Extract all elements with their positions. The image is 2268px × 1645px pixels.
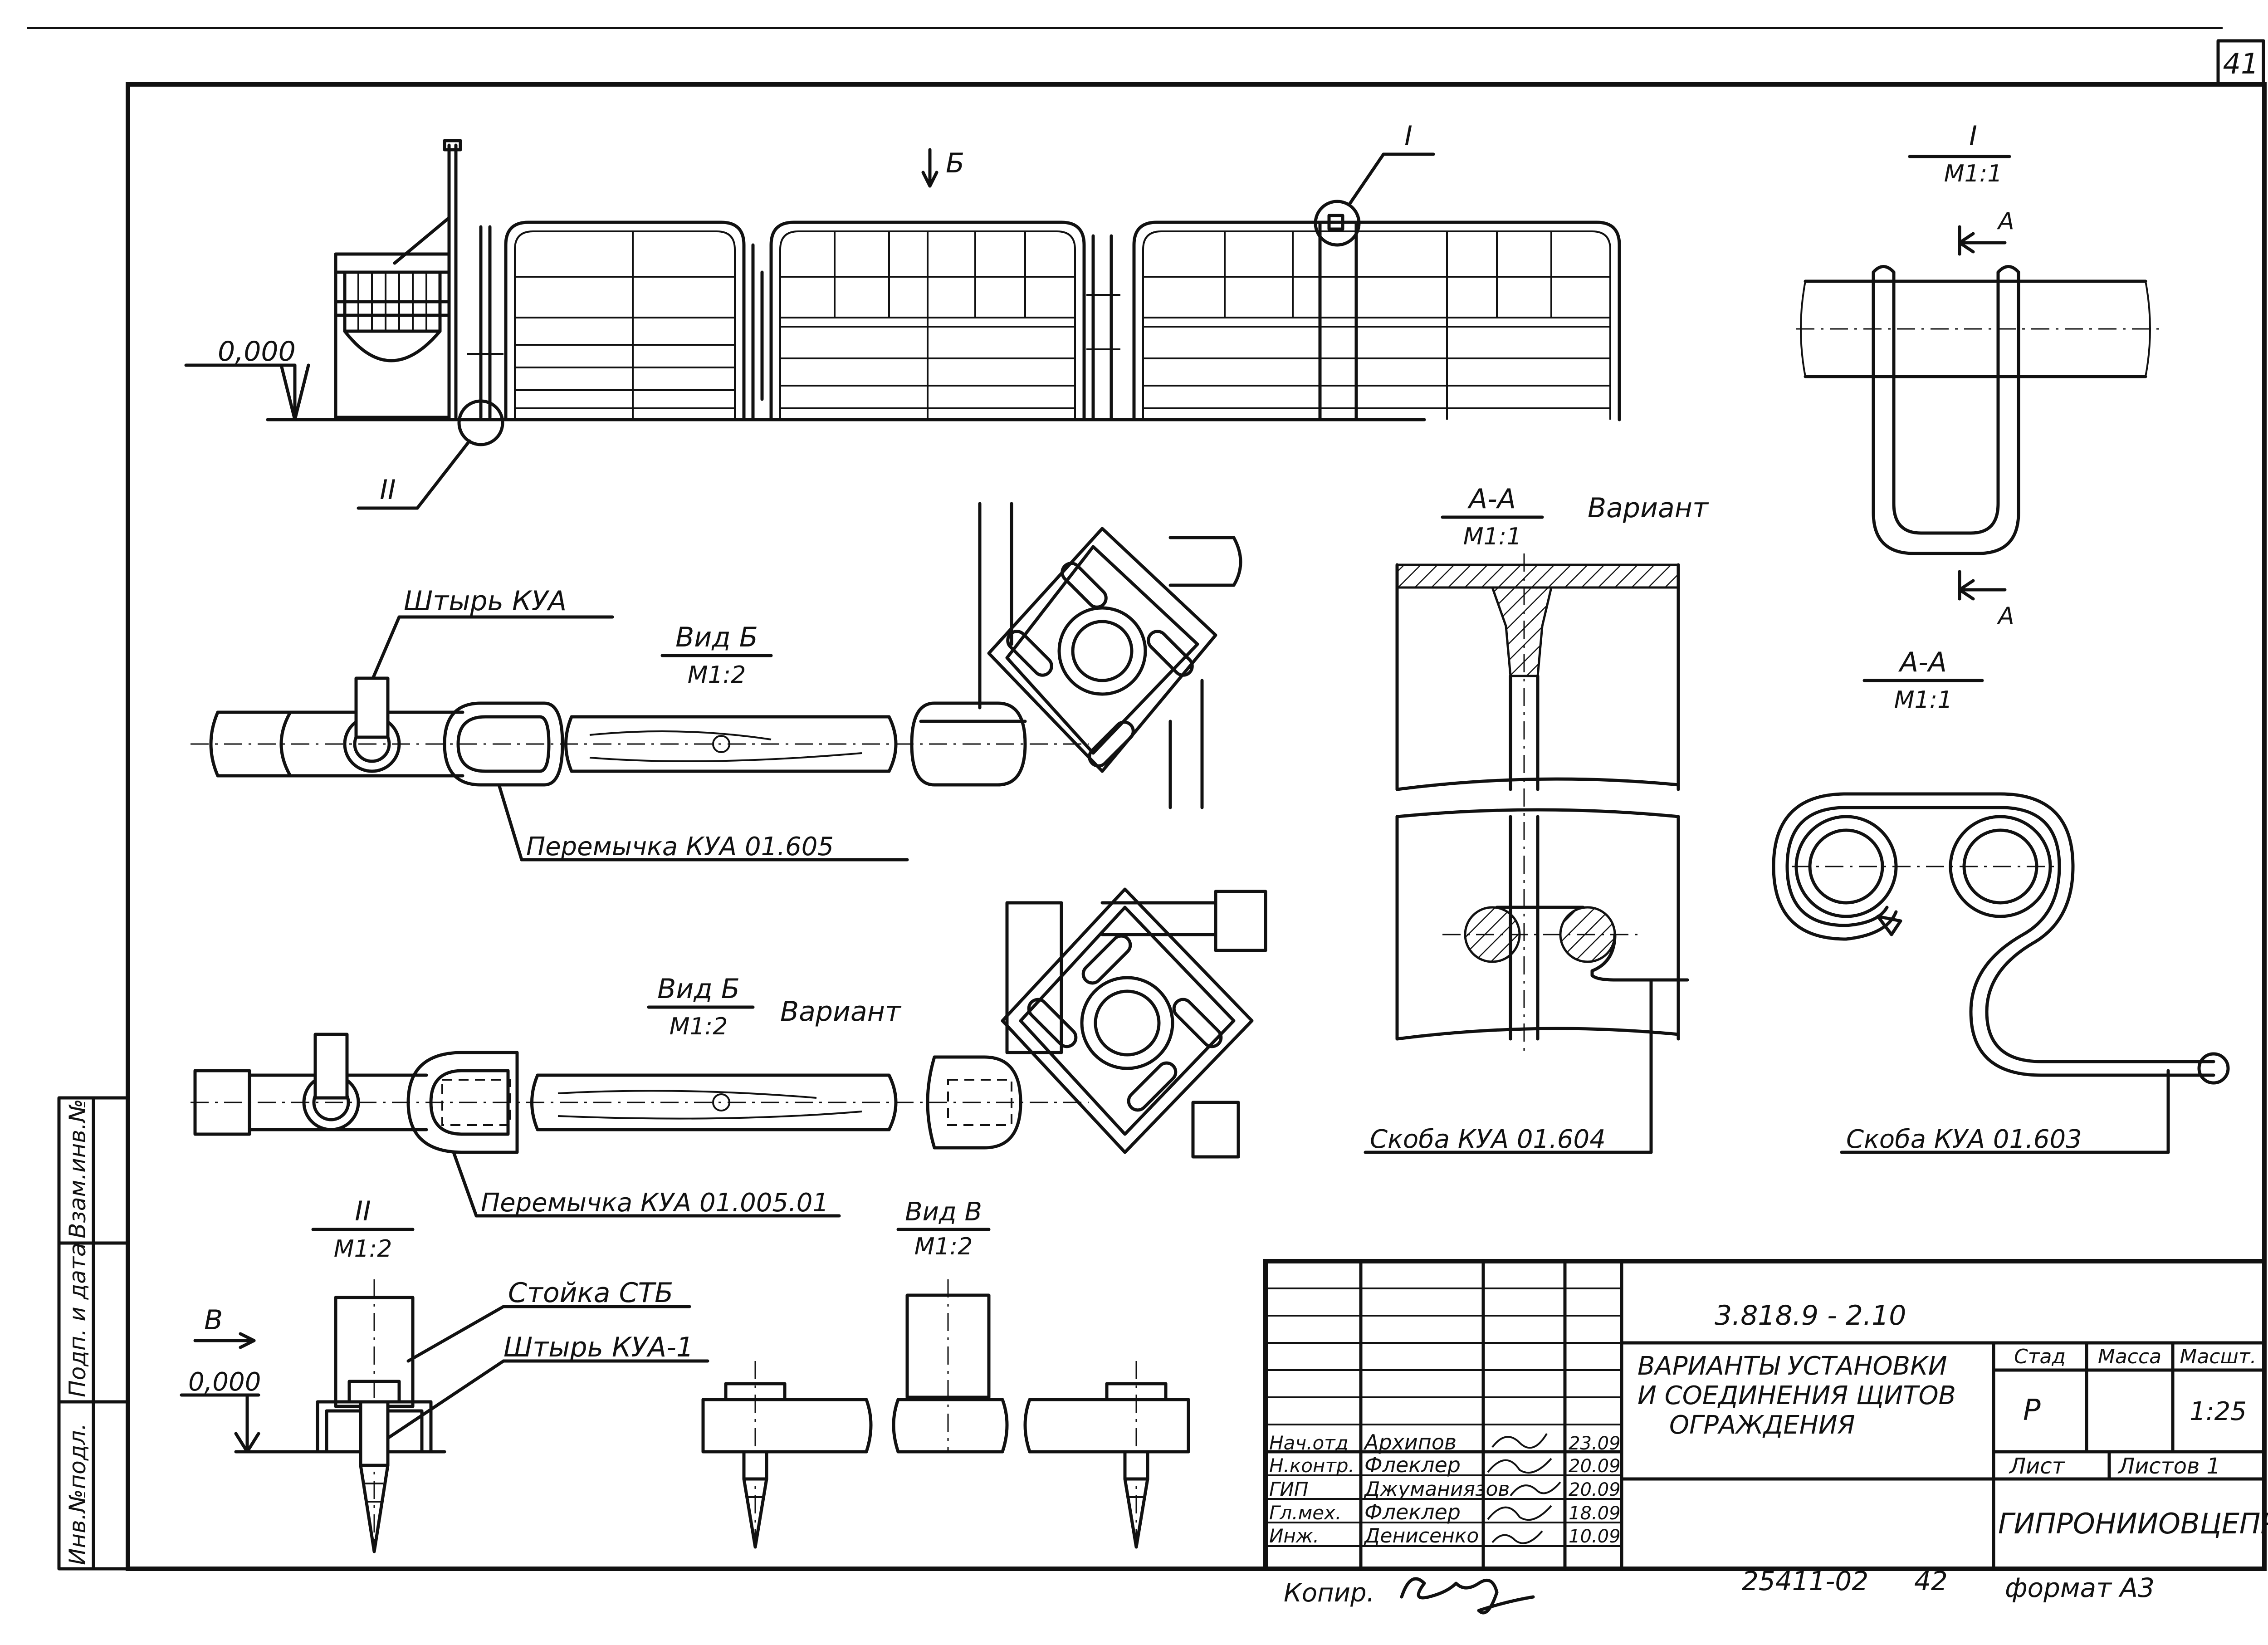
detail-1-title: I [1969,120,1977,152]
detail-2-pin-label: Штырь КУА-1 [503,1332,694,1363]
signature-role: Н.контр. [1269,1454,1354,1477]
signature-date: 20.09 [1569,1479,1621,1500]
signature-name: Флеклер [1364,1500,1461,1524]
copied-label: Копир. [1284,1578,1374,1608]
title-line-1: ВАРИАНТЫ УСТАНОВКИ [1637,1351,1947,1381]
stamp-inv-number: Инв.№подл. [64,1423,91,1565]
organization-name: ГИПРОНИИОВЦЕПРОМ [1998,1507,2268,1540]
title-line-3: ОГРАЖДЕНИЯ [1669,1410,1855,1440]
mass-header: Масса [2098,1345,2161,1368]
elevation-callout-1: I [1404,120,1413,152]
view-b-variant-jumper-label: Перемычка КУА 01.005.01 [481,1188,829,1218]
page-number-bottom: 42 [1914,1566,1948,1596]
view-b-variant-scale: М1:2 [670,1013,728,1040]
side-stamp: Инв.№подл. Подп. и дата Взам.инв.№ [57,1096,130,1571]
page-number: 41 [2223,47,2259,80]
signature-role: Гл.мех. [1269,1502,1341,1524]
signature-row: Н.контр. Флеклер 20.09 [1269,1453,1621,1477]
stamp-replace-inv: Взам.инв.№ [64,1099,91,1239]
detail-1-view: I М1:1 А А [1796,120,2159,630]
title-block: 3.818.9 - 2.10 ВАРИАНТЫ УСТАНОВКИ И СОЕД… [1263,1259,2268,1571]
detail-2-scale: М1:2 [334,1235,392,1263]
signature-row: Инж. Денисенко 10.09 [1269,1524,1621,1547]
signature-mark [1491,1433,1548,1449]
scale-value: 1:25 [2190,1397,2247,1426]
view-b: Вид Б М1:2 Штырь КУА Перемычка КУА 01.60… [191,502,1242,862]
detail-2-level-mark: 0,000 [188,1367,261,1397]
section-aa: А-А М1:1 Скоба КУА 01.603 [1772,646,2230,1154]
signature-name: Флеклер [1364,1453,1461,1477]
title-line-2: И СОЕДИНЕНИЯ ЩИТОВ [1637,1381,1956,1410]
section-aa-bracket-label: Скоба КУА 01.603 [1846,1125,2082,1154]
doc-code: 3.818.9 - 2.10 [1715,1300,1906,1332]
section-aa-variant-bracket-label: Скоба КУА 01.604 [1370,1125,1606,1154]
signature-row: ГИП Джуманиязов 20.09 [1269,1478,1621,1501]
drawing-frame [126,82,2267,1571]
view-b-pin-label: Штырь КУА [404,585,567,617]
detail-1-section-mark-top: А [1997,208,2014,235]
sheets-label: Листов 1 [2117,1454,2220,1479]
signature-date: 18.09 [1569,1503,1621,1524]
signature-role: Инж. [1269,1525,1319,1547]
stamp-sign-date: Подп. и дата [64,1243,91,1397]
stage-header: Стад [2014,1345,2066,1368]
signature-role: Нач.отд [1269,1432,1349,1454]
signature-date: 10.09 [1569,1526,1621,1547]
signature-row: Гл.мех. Флеклер 18.09 [1269,1500,1621,1524]
signature-name: Архипов [1363,1430,1457,1454]
section-aa-variant-variant: Вариант [1588,492,1709,524]
view-b-variant-title: Вид Б [657,973,740,1005]
inventory-number: 25411-02 [1742,1566,1868,1596]
section-aa-title: А-А [1898,646,1947,678]
scale-header: Масшт. [2180,1345,2257,1368]
view-b-variant: Вид Б М1:2 Вариант Перемычка КУА 01.005.… [191,887,1267,1218]
detail-2-post-label: Стойка СТБ [508,1277,673,1309]
stage-value: Р [2023,1394,2041,1427]
signature-mark [1487,1505,1552,1521]
page-number-box [2216,39,2265,86]
signature-mark [1491,1530,1543,1544]
elevation-view-arrow-label: Б [946,147,964,179]
detail-1-scale: М1:1 [1944,160,2003,187]
signature-date: 23.09 [1569,1433,1621,1454]
sheet-label: Лист [2009,1454,2066,1479]
signature-name: Джуманиязов [1364,1478,1510,1501]
view-v-scale: М1:2 [914,1233,973,1260]
elevation-callout-2: II [380,474,396,506]
section-aa-variant-scale: М1:1 [1463,523,1522,550]
copier-signature [1400,1577,1535,1615]
detail-2-view: II М1:2 В 0,000 Стойка СТБ Штырь КУА-1 [180,1195,709,1553]
elevation-view: 0,000 [184,120,1621,510]
view-v-title: Вид В [905,1197,982,1227]
section-aa-scale: М1:1 [1894,686,1953,714]
signature-mark [1510,1481,1561,1497]
detail-2-title: II [355,1195,371,1227]
detail-2-view-arrow-label: В [204,1304,223,1336]
signature-role: ГИП [1269,1478,1308,1500]
signature-date: 20.09 [1569,1456,1621,1477]
signature-mark [1487,1458,1552,1474]
section-aa-variant: А-А М1:1 Вариант Скоба КУА 01.604 [1364,483,1709,1154]
signature-name: Денисенко [1364,1524,1479,1547]
view-b-title: Вид Б [675,622,758,653]
signature-rows: Нач.отд Архипов 23.09 Н.контр. Флеклер 2… [1269,1430,1621,1547]
signature-row: Нач.отд Архипов 23.09 [1269,1430,1621,1454]
view-b-variant-variant: Вариант [780,996,902,1028]
elevation-level-mark: 0,000 [218,336,296,367]
format-label: формат А3 [2005,1572,2155,1603]
view-v: Вид В М1:2 [701,1197,1190,1549]
detail-1-section-mark-bottom: А [1997,602,2014,630]
view-b-scale: М1:2 [688,661,746,689]
view-b-jumper-label: Перемычка КУА 01.605 [526,832,834,862]
section-aa-variant-title: А-А [1467,483,1516,515]
